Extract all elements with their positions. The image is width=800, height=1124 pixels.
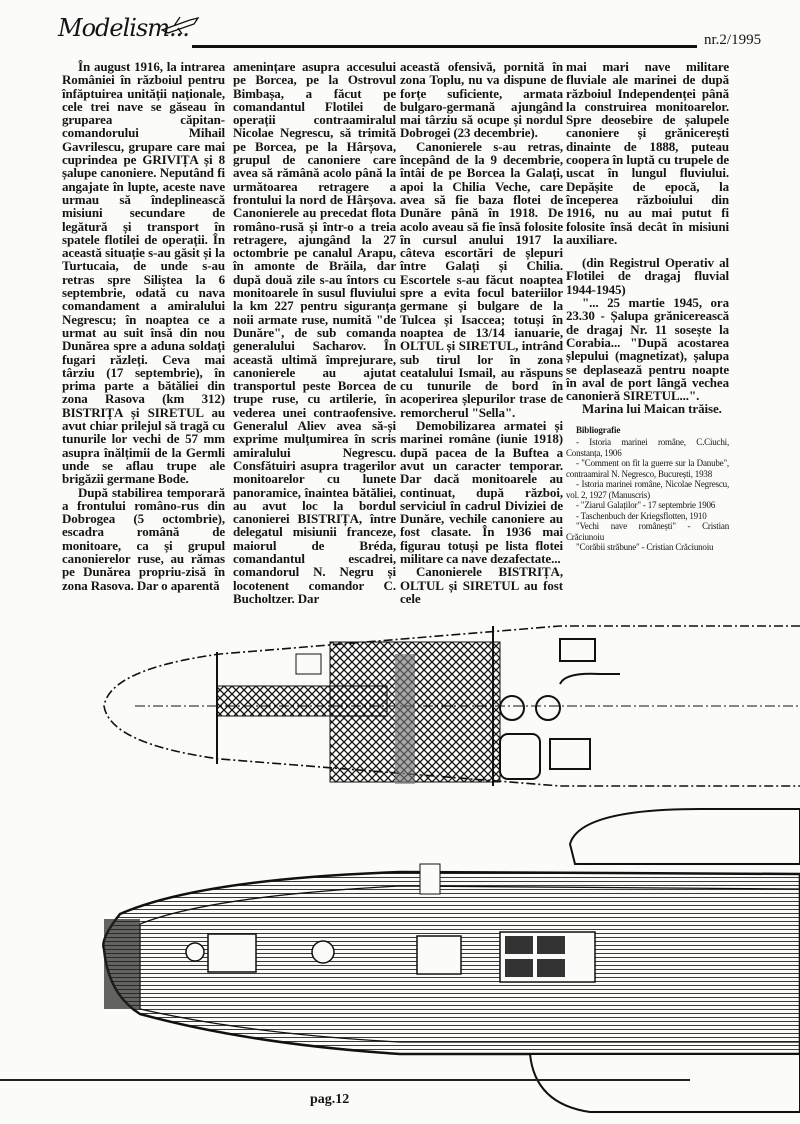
airplane-logo-icon xyxy=(160,16,200,35)
column-2: amenințare asupra accesului pe Borcea, p… xyxy=(233,60,396,605)
bibliography-list: - Istoria marinei române, C.Ciuchi, Cons… xyxy=(566,437,729,553)
deck-plan-view xyxy=(102,808,800,1113)
paragraph: amenințare asupra accesului pe Borcea, p… xyxy=(233,59,396,606)
bibliography-item: - Istoria marinei române, Nicolae Negres… xyxy=(566,479,729,500)
paragraph: Canonierele s-au retras, începând de la … xyxy=(400,138,563,420)
bibliography-title: Bibliografie xyxy=(576,424,621,435)
bibliography-item: - "Ziarul Galaților" - 17 septembrie 190… xyxy=(576,500,716,511)
bibliography-item: "Vechi nave românești" - Cristian Crăciu… xyxy=(566,521,729,542)
paragraph: După stabilirea temporară a frontului ro… xyxy=(62,484,225,593)
column-3: această ofensivă, pornită în zona Toplu,… xyxy=(400,60,563,605)
paragraph: mai mari nave militare fluviale ale mari… xyxy=(566,59,729,247)
source-note: (din Registrul Operativ al Flotilei de d… xyxy=(566,255,729,297)
header-rule xyxy=(192,45,697,48)
gunboat-technical-drawing xyxy=(102,625,800,1113)
bibliography-item: - "Comment on fit la guerre sur la Danub… xyxy=(566,458,729,479)
paragraph: această ofensivă, pornită în zona Toplu,… xyxy=(400,59,563,141)
bibliography-item: "Corăbii străbune" - Cristian Crăciunoiu xyxy=(576,542,714,553)
bibliography-item: - Istoria marinei române, C.Ciuchi, Cons… xyxy=(566,437,729,458)
paragraph: Demobilizarea armatei și marinei române … xyxy=(400,418,563,566)
hull-plan-view xyxy=(103,625,800,787)
issue-number: nr.2/1995 xyxy=(704,32,762,48)
bibliography-item: - Taschenbuch der Kriegsflotten, 1910 xyxy=(576,510,707,521)
quote: "... 25 martie 1945, ora 23.30 - Șalupa … xyxy=(566,295,729,404)
paragraph: Marina lui Maican trăise. xyxy=(582,401,722,417)
column-1: În august 1916, la intrarea României în … xyxy=(62,60,225,592)
column-4: mai mari nave militare fluviale ale mari… xyxy=(566,60,729,553)
paragraph: Canonierele BISTRIȚA, OLTUL și SIRETUL a… xyxy=(400,564,563,606)
footer-rule xyxy=(0,1079,690,1081)
page-number: pag.12 xyxy=(310,1092,350,1107)
paragraph: În august 1916, la intrarea României în … xyxy=(62,59,225,487)
